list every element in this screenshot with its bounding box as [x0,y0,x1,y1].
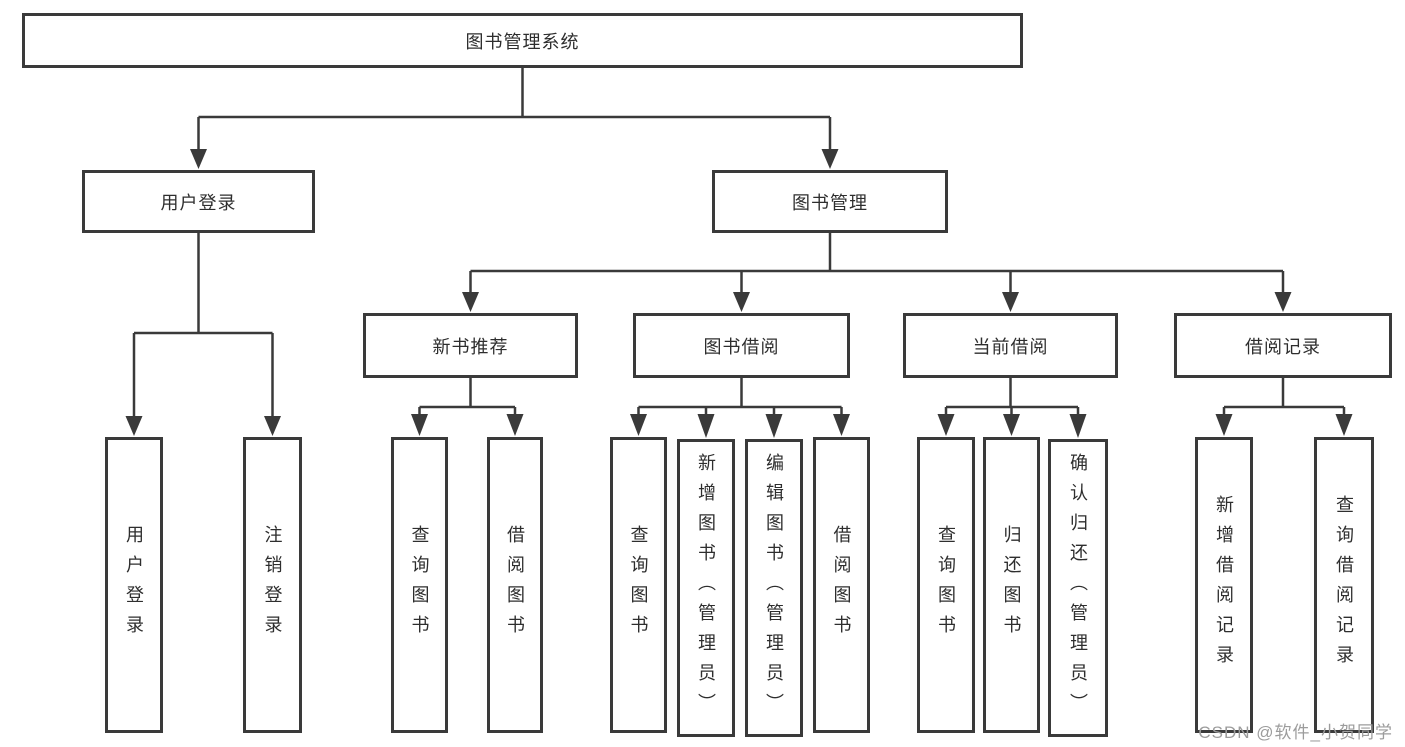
leaf-query-books-current: 查询图书 [917,437,975,733]
node-label: 归还图书 [1001,525,1022,645]
edge-line [1222,378,1346,417]
arrowhead-icon [1274,292,1292,312]
node-label: 新增图书（管理员） [696,453,716,723]
arrowhead-icon [1003,414,1020,436]
leaf-add-book-admin: 新增图书（管理员） [677,439,735,737]
arrowhead-icon [765,414,783,438]
node-label: 图书管理系统 [465,31,580,52]
arrowhead-icon [1215,414,1233,436]
node-label: 当前借阅 [972,336,1049,357]
leaf-add-borrow-record: 新增借阅记录 [1195,437,1253,733]
node-label: 查询图书 [409,525,430,645]
node-book-borrowing: 图书借阅 [633,313,850,378]
node-book-management: 图书管理 [712,170,948,233]
edge-line [197,68,832,152]
node-label: 借阅图书 [505,525,525,645]
leaf-borrow-books-borrowing: 借阅图书 [813,437,870,733]
arrowhead-icon [190,149,207,169]
arrowhead-icon [125,416,143,436]
edge-line [637,378,843,417]
node-label: 用户登录 [124,525,144,645]
edges-current-borrowing [937,378,1087,438]
node-label: 注销登录 [262,525,283,645]
edges-root [190,68,839,169]
watermark: CSDN @软件_小贺同学 [1198,723,1393,742]
arrowhead-icon [821,149,839,169]
leaf-query-books-recommend: 查询图书 [391,437,448,733]
edges-book-management [462,233,1292,312]
edge-line [944,378,1080,417]
node-label: 查询图书 [628,525,649,645]
leaf-user-login: 用户登录 [105,437,163,733]
leaf-borrow-books-recommend: 借阅图书 [487,437,543,733]
arrowhead-icon [264,416,281,436]
arrowhead-icon [1335,414,1353,436]
node-label: 图书借阅 [703,336,780,357]
edge-line [132,233,274,419]
arrowhead-icon [462,292,479,312]
leaf-query-borrow-record: 查询借阅记录 [1314,437,1374,733]
edges-book-borrowing [630,378,850,438]
arrowhead-icon [411,414,428,436]
node-label: 新增借阅记录 [1214,495,1234,675]
node-label: 查询图书 [936,525,956,645]
arrowhead-icon [937,414,955,436]
node-label: 确认归还（管理员） [1068,453,1088,723]
leaf-logout: 注销登录 [243,437,302,733]
edges-new-book-recommendation [411,378,524,436]
node-label: 用户登录 [160,192,237,213]
node-current-borrowing: 当前借阅 [903,313,1118,378]
node-new-book-recommendation: 新书推荐 [363,313,578,378]
node-label: 新书推荐 [432,336,509,357]
edge-line [418,378,517,417]
arrowhead-icon [697,414,715,438]
leaf-query-books-borrowing: 查询图书 [610,437,667,733]
arrowhead-icon [833,414,850,436]
node-root: 图书管理系统 [22,13,1023,68]
node-borrow-records: 借阅记录 [1174,313,1392,378]
node-user-login: 用户登录 [82,170,315,233]
edges-user-login [125,233,281,436]
edge-line [469,233,1285,294]
leaf-return-book: 归还图书 [983,437,1040,733]
node-label: 查询借阅记录 [1334,495,1354,675]
leaf-confirm-return-admin: 确认归还（管理员） [1048,439,1108,737]
leaf-edit-book-admin: 编辑图书（管理员） [745,439,803,737]
arrowhead-icon [506,414,524,436]
arrowhead-icon [630,414,647,436]
node-label: 图书管理 [792,192,868,213]
edges-borrow-records [1215,378,1353,436]
node-label: 编辑图书（管理员） [764,453,784,723]
arrowhead-icon [733,292,750,312]
node-label: 借阅图书 [831,525,852,645]
node-label: 借阅记录 [1245,336,1321,357]
arrowhead-icon [1069,414,1087,438]
arrowhead-icon [1002,292,1019,312]
